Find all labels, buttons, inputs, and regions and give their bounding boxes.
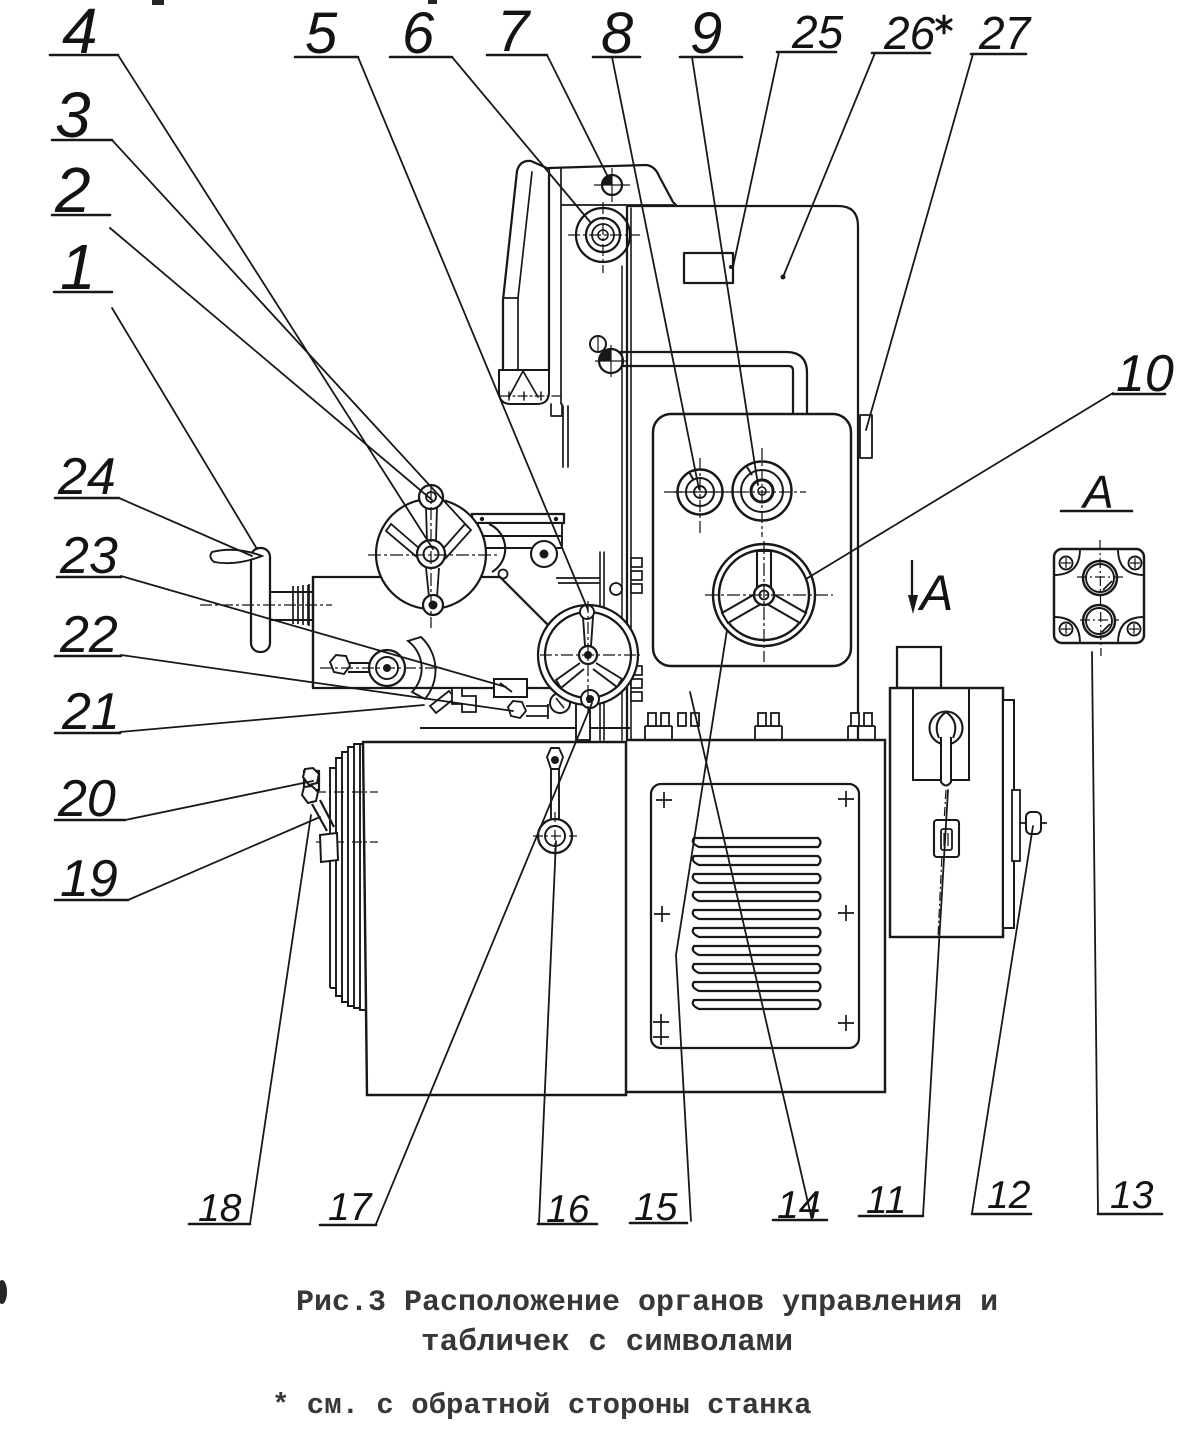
svg-text:19: 19: [60, 850, 118, 908]
svg-text:6: 6: [402, 1, 435, 66]
svg-text:16: 16: [546, 1188, 590, 1231]
svg-text:21: 21: [61, 683, 120, 741]
svg-text:20: 20: [57, 770, 116, 828]
svg-text:Рис.3 Расположение органов упр: Рис.3 Расположение органов управления и: [296, 1286, 998, 1320]
svg-text:11: 11: [866, 1179, 907, 1222]
svg-text:5: 5: [305, 1, 338, 66]
svg-text:22: 22: [59, 606, 118, 664]
svg-text:9: 9: [690, 1, 722, 66]
svg-text:25: 25: [791, 6, 844, 58]
svg-text:2: 2: [54, 154, 91, 226]
svg-text:24: 24: [57, 448, 116, 506]
svg-text:* см. с обратной стороны станк: * см. с обратной стороны станка: [272, 1389, 812, 1422]
svg-text:13: 13: [1110, 1174, 1154, 1217]
svg-text:3: 3: [55, 79, 91, 151]
svg-text:15: 15: [634, 1186, 678, 1229]
svg-text:14: 14: [777, 1184, 820, 1227]
svg-text:табличек с символами: табличек с символами: [421, 1325, 793, 1360]
svg-text:8: 8: [601, 1, 633, 66]
svg-text:27: 27: [978, 7, 1032, 59]
svg-text:23: 23: [59, 527, 118, 585]
svg-text:1: 1: [60, 231, 96, 303]
svg-text:7: 7: [497, 0, 532, 64]
svg-text:17: 17: [328, 1186, 373, 1229]
svg-text:A: A: [1080, 466, 1114, 518]
svg-text:4: 4: [62, 0, 98, 67]
svg-text:10: 10: [1116, 345, 1174, 403]
svg-text:12: 12: [987, 1174, 1031, 1217]
svg-text:26: 26: [883, 7, 936, 59]
svg-text:18: 18: [198, 1187, 242, 1230]
svg-text:A: A: [917, 565, 953, 621]
